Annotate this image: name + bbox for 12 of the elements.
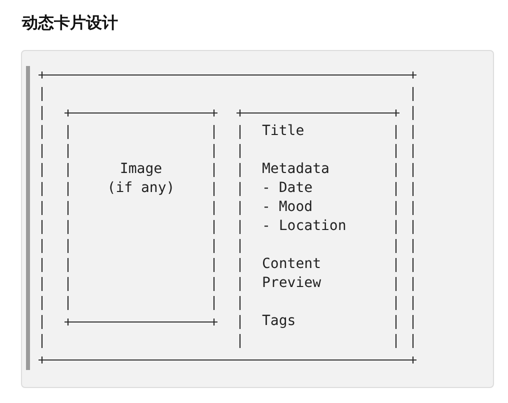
list-item: - Location [262, 217, 346, 236]
image-placeholder-text: Image (if any) [106, 160, 176, 198]
image-placeholder-box [63, 108, 219, 327]
list-item: - Mood [262, 198, 313, 217]
title-text: Title [262, 122, 304, 141]
content-box [235, 108, 401, 348]
heading: 动态卡片设计 [22, 13, 118, 34]
metadata-heading: Metadata [262, 160, 330, 179]
content-preview-text: Content Preview [262, 255, 322, 293]
card-frame [37, 70, 418, 365]
list-item: - Date [262, 179, 313, 198]
tags-text: Tags [262, 312, 296, 331]
